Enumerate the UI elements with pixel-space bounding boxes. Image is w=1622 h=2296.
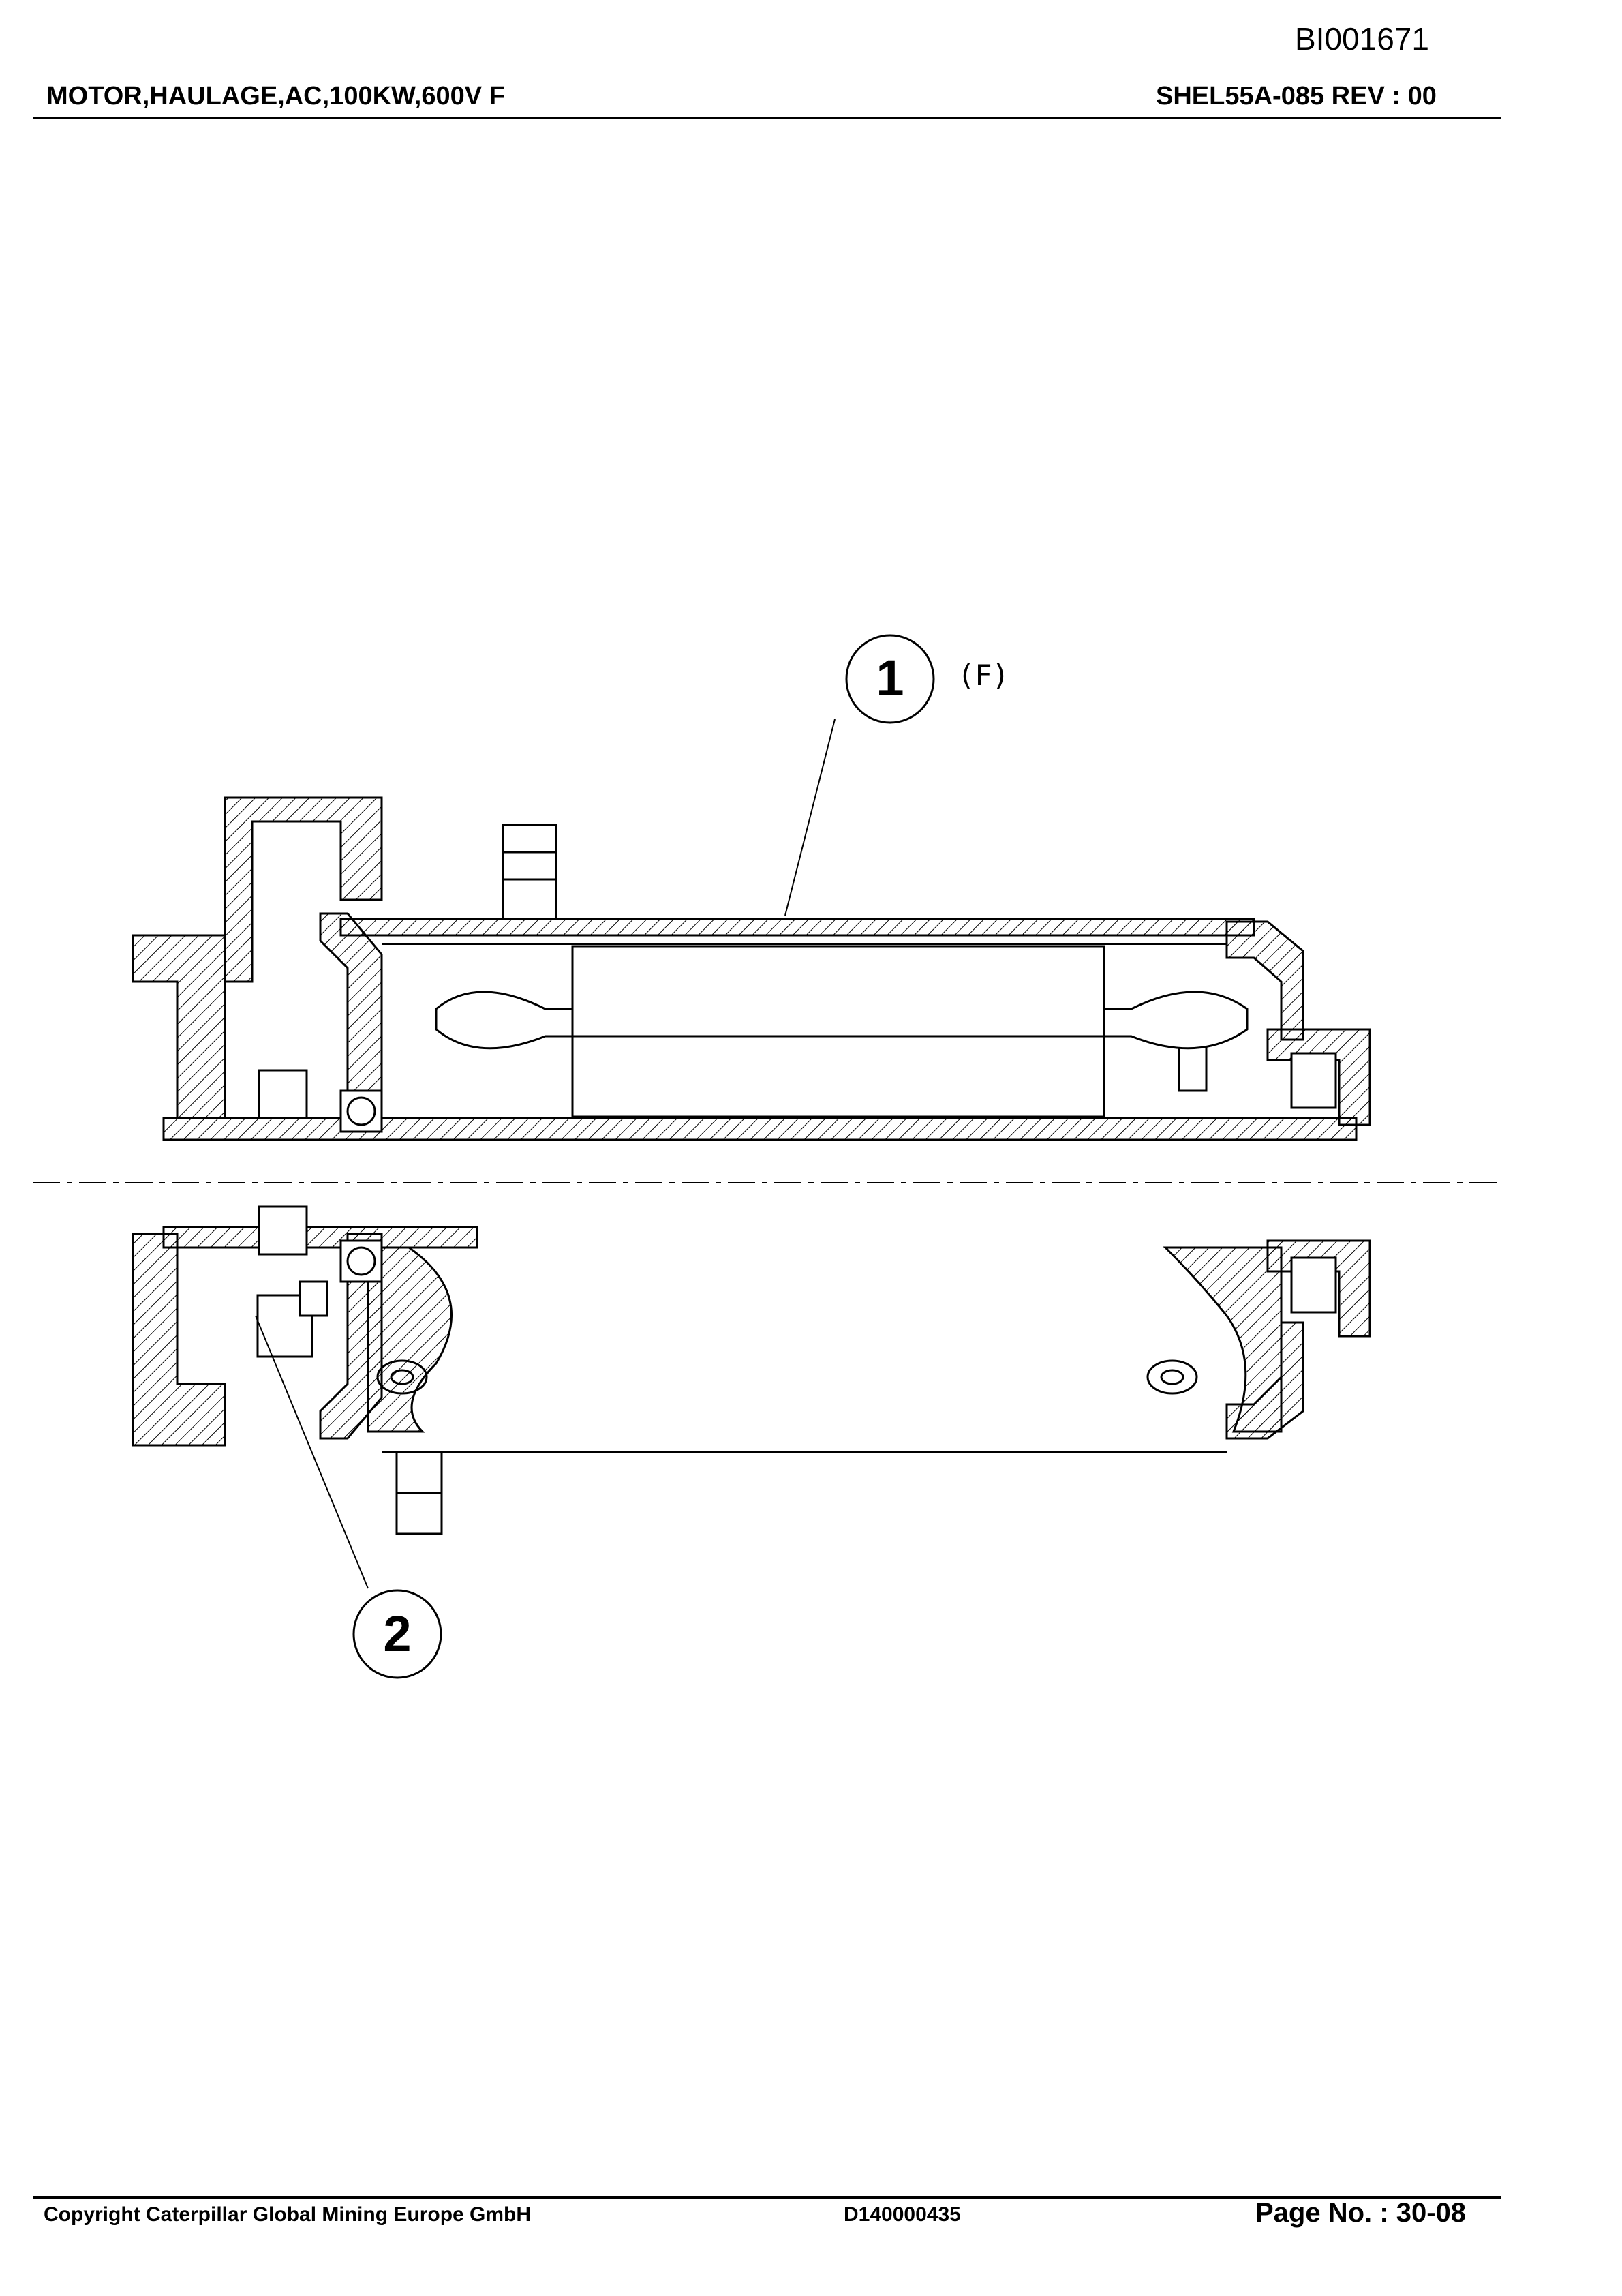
winding-ends [435,991,1249,1050]
motor-housing [132,796,1371,1447]
sensor-assembly [256,1069,328,1358]
copyright-notice: Copyright Caterpillar Global Mining Euro… [44,2203,532,2226]
page-number: Page No. : 30-08 [1255,2198,1467,2228]
part-title: MOTOR,HAULAGE,AC,100KW,600V F [46,82,505,110]
callout-1: 1 (F) [784,634,1009,916]
footer-rule [33,2196,1501,2199]
callout-1-number: 1 [876,650,904,706]
bottom-mount [395,1451,443,1535]
callout-2: 2 [255,1315,442,1679]
bearings [339,1052,1337,1314]
lifting-eyes [376,1359,1198,1395]
terminal-box [502,824,557,920]
document-id: BI001671 [1295,21,1429,57]
callout-2-number: 2 [383,1605,411,1662]
document-number: D140000435 [844,2203,961,2226]
header-rule [33,117,1501,119]
part-number-revision: SHEL55A-085 REV : 00 [1156,82,1437,110]
callout-1-note: (F) [958,659,1009,692]
